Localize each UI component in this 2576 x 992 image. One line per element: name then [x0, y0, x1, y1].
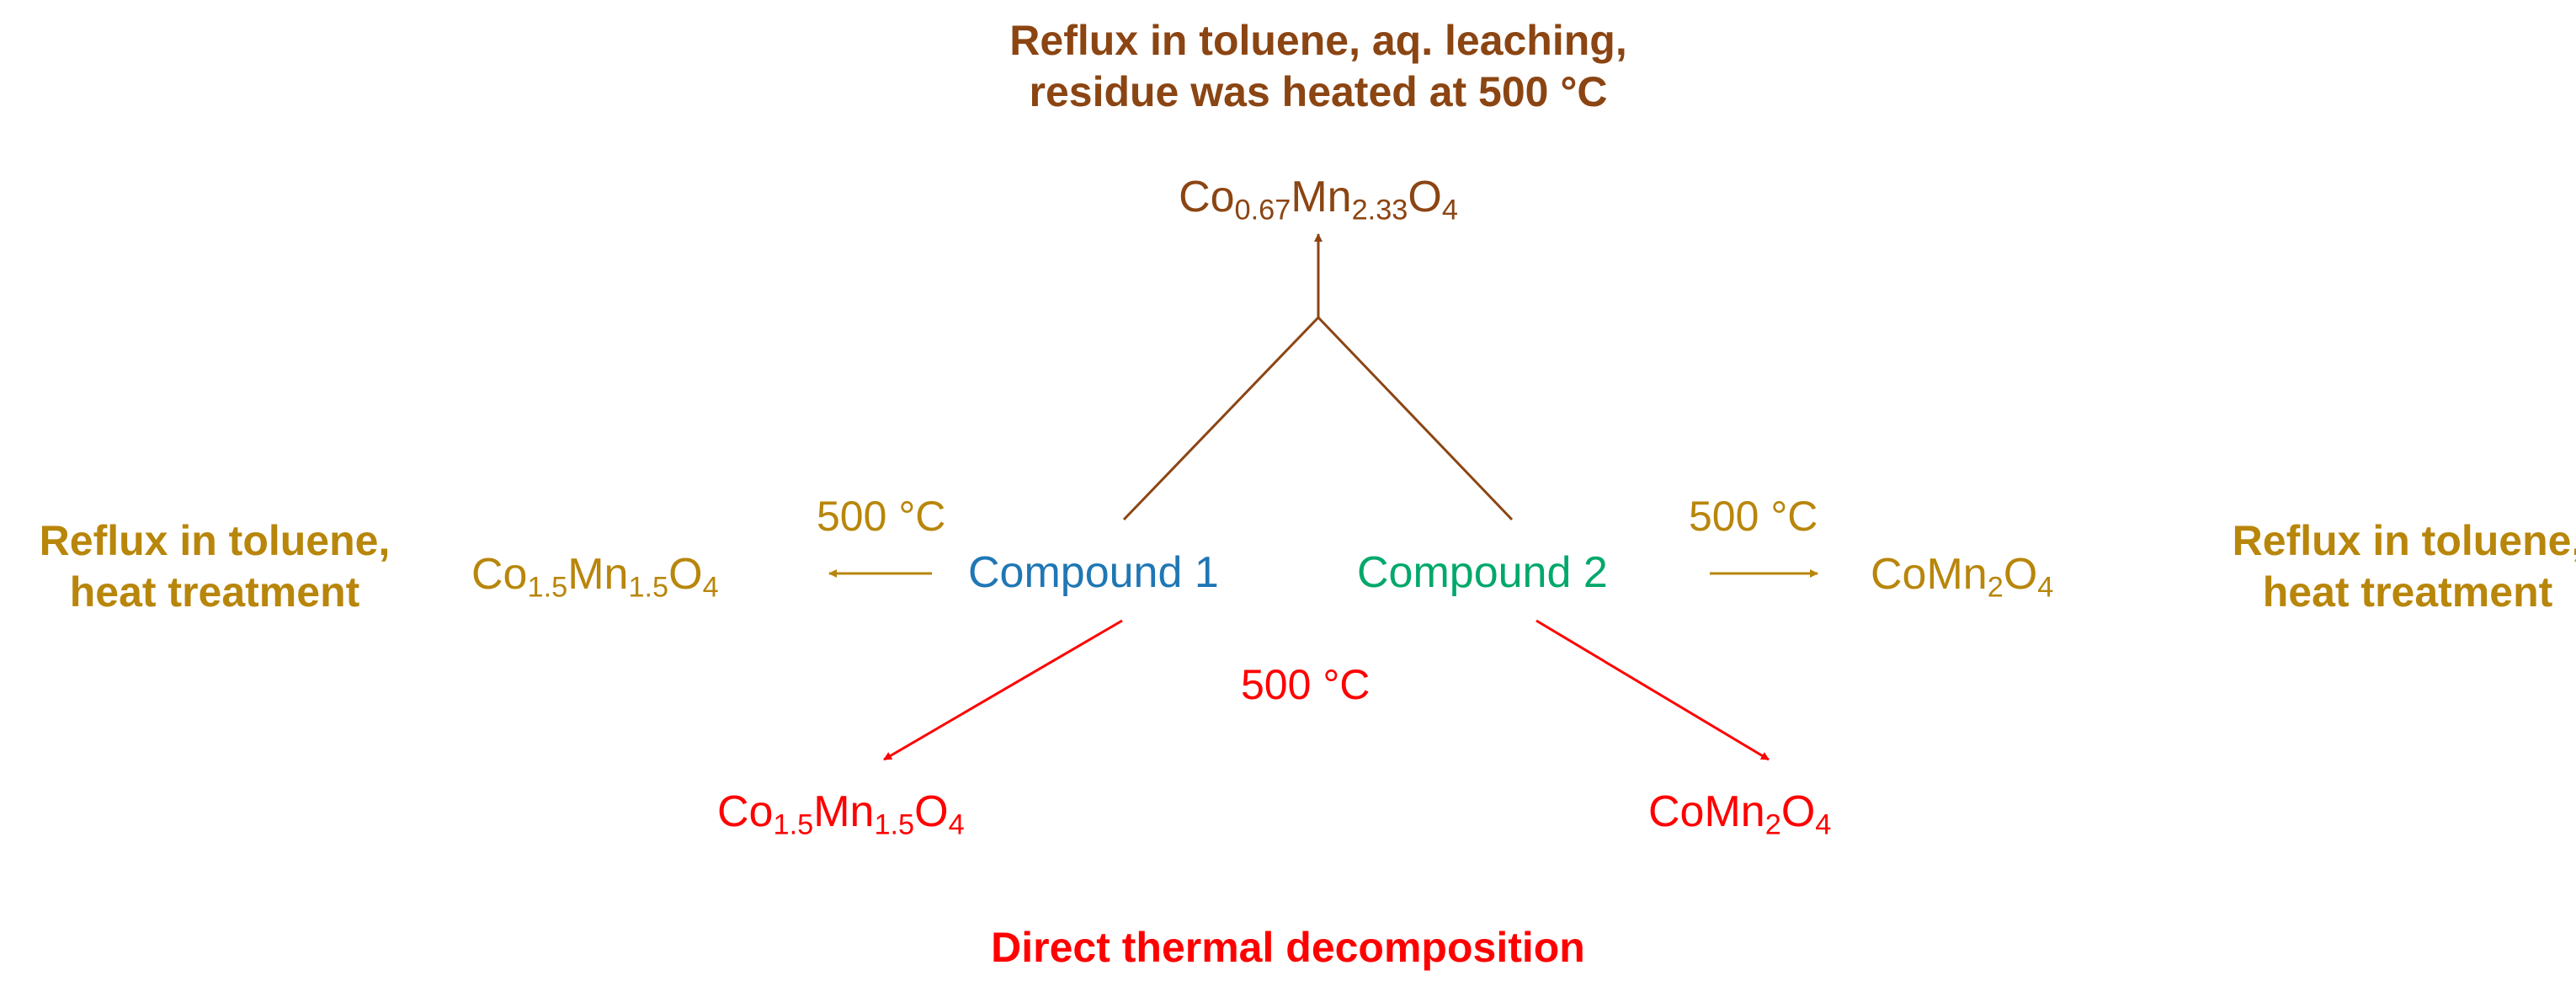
bottom-caption-label: Direct thermal decomposition	[991, 924, 1585, 971]
left-product-formula: Co1.5Mn1.5O4	[471, 550, 719, 604]
right-condition-line2: heat treatment	[2262, 568, 2553, 616]
right-temperature-label: 500 °C	[1689, 493, 1818, 540]
compound-1-label: Compound 1	[968, 548, 1219, 597]
bottom-left-product-formula: Co1.5Mn1.5O4	[717, 787, 965, 841]
top-product-formula: Co0.67Mn2.33O4	[1179, 173, 1458, 227]
compound-2-label: Compound 2	[1357, 548, 1608, 597]
right-product-formula: CoMn2O4	[1871, 550, 2054, 604]
left-temperature-label: 500 °C	[817, 493, 946, 540]
left-condition-label: Reflux in toluene, heat treatment	[40, 515, 391, 618]
bottom-right-arrow	[1535, 619, 1770, 761]
top-condition-label: Reflux in toluene, aq. leaching, residue…	[1009, 15, 1626, 118]
top-condition-line2: residue was heated at 500 °C	[1029, 68, 1608, 115]
right-condition-line1: Reflux in toluene,	[2232, 517, 2576, 564]
top-branch-line-left	[1122, 316, 1320, 521]
left-condition-line2: heat treatment	[69, 568, 360, 616]
bottom-left-arrow	[883, 619, 1123, 761]
bottom-temperature-label: 500 °C	[1241, 661, 1370, 708]
bottom-right-product-formula: CoMn2O4	[1648, 787, 1832, 841]
top-branch-line-right	[1317, 316, 1514, 521]
top-condition-line1: Reflux in toluene, aq. leaching,	[1009, 17, 1627, 64]
left-condition-line1: Reflux in toluene,	[39, 517, 391, 564]
right-condition-label: Reflux in toluene, heat treatment	[2233, 515, 2576, 618]
